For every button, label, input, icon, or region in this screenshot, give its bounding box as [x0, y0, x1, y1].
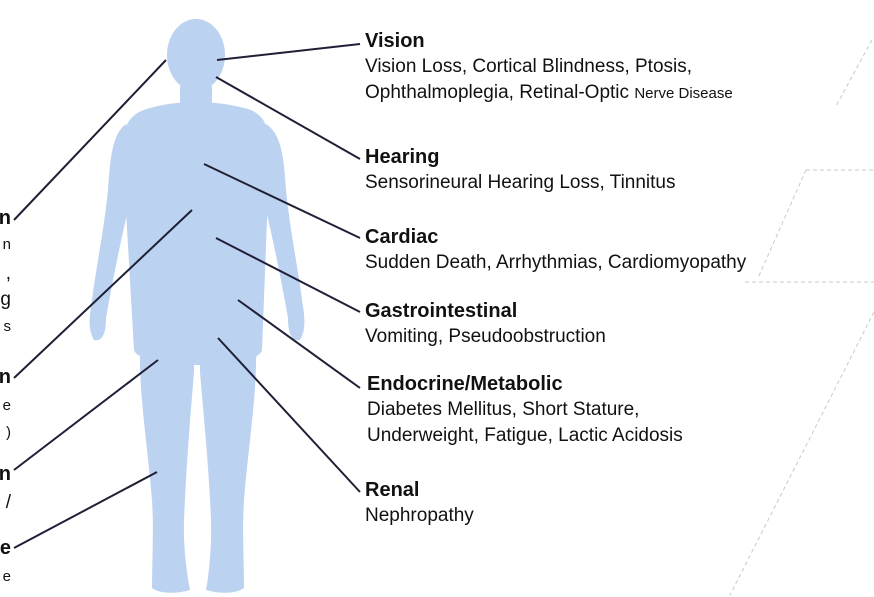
system-details-renal: Nephropathy: [365, 503, 474, 529]
left-fragment-4: g: [0, 289, 11, 311]
system-details-endocrine-line-2: Underweight, Fatigue, Lactic Acidosis: [367, 423, 683, 449]
system-details-vision-line-2-small: Nerve Disease: [634, 85, 732, 102]
body-right-leg: [200, 340, 258, 593]
system-details-vision-line-2: Ophthalmoplegia, Retinal-Optic Nerve Dis…: [365, 80, 733, 107]
system-label-hearing: Hearing Sensorineural Hearing Loss, Tinn…: [365, 144, 676, 196]
dashed-guides: [730, 40, 874, 595]
system-details-hearing: Sensorineural Hearing Loss, Tinnitus: [365, 170, 676, 196]
leader-line-left-3: [14, 360, 158, 470]
left-fragment-6: n: [0, 366, 11, 389]
system-name-cardiac: Cardiac: [365, 224, 746, 250]
dashed-guide-diagonal-2: [758, 170, 806, 278]
left-fragment-11: e: [0, 537, 11, 560]
left-fragment-8: ): [6, 424, 11, 441]
left-fragment-12: e: [3, 568, 11, 585]
left-fragment-7: e: [3, 397, 11, 414]
system-label-cardiac: Cardiac Sudden Death, Arrhythmias, Cardi…: [365, 224, 746, 276]
left-fragment-9: n: [0, 463, 11, 486]
system-name-vision: Vision: [365, 28, 733, 54]
left-fragment-2: n: [3, 236, 11, 253]
system-label-endocrine: Endocrine/Metabolic Diabetes Mellitus, S…: [367, 371, 683, 449]
left-fragment-5: s: [4, 318, 12, 335]
system-details-cardiac: Sudden Death, Arrhythmias, Cardiomyopath…: [365, 250, 746, 276]
body-left-leg: [140, 340, 194, 593]
system-details-endocrine-line-1: Diabetes Mellitus, Short Stature,: [367, 397, 683, 423]
leader-line-vision: [217, 44, 360, 60]
system-name-gastrointestinal: Gastrointestinal: [365, 298, 606, 324]
left-fragment-1: n: [0, 207, 11, 230]
system-details-gastrointestinal: Vomiting, Pseudoobstruction: [365, 324, 606, 350]
body-torso: [122, 102, 270, 365]
system-name-renal: Renal: [365, 477, 474, 503]
left-fragment-3: ,: [6, 263, 11, 285]
dashed-guide-diagonal-1: [836, 40, 872, 106]
leader-line-left-4: [14, 472, 157, 548]
system-details-vision-line-2-main: Ophthalmoplegia, Retinal-Optic: [365, 82, 634, 103]
system-label-vision: Vision Vision Loss, Cortical Blindness, …: [365, 28, 733, 107]
left-fragment-10: /: [6, 492, 11, 514]
body-head: [167, 19, 225, 91]
system-name-endocrine: Endocrine/Metabolic: [367, 371, 683, 397]
body-left-arm: [90, 124, 128, 340]
system-details-vision-line-1: Vision Loss, Cortical Blindness, Ptosis,: [365, 54, 733, 80]
system-label-renal: Renal Nephropathy: [365, 477, 474, 529]
system-name-hearing: Hearing: [365, 144, 676, 170]
dashed-guide-diagonal-3: [730, 312, 874, 595]
system-label-gastrointestinal: Gastrointestinal Vomiting, Pseudoobstruc…: [365, 298, 606, 350]
body-right-arm: [266, 124, 304, 340]
